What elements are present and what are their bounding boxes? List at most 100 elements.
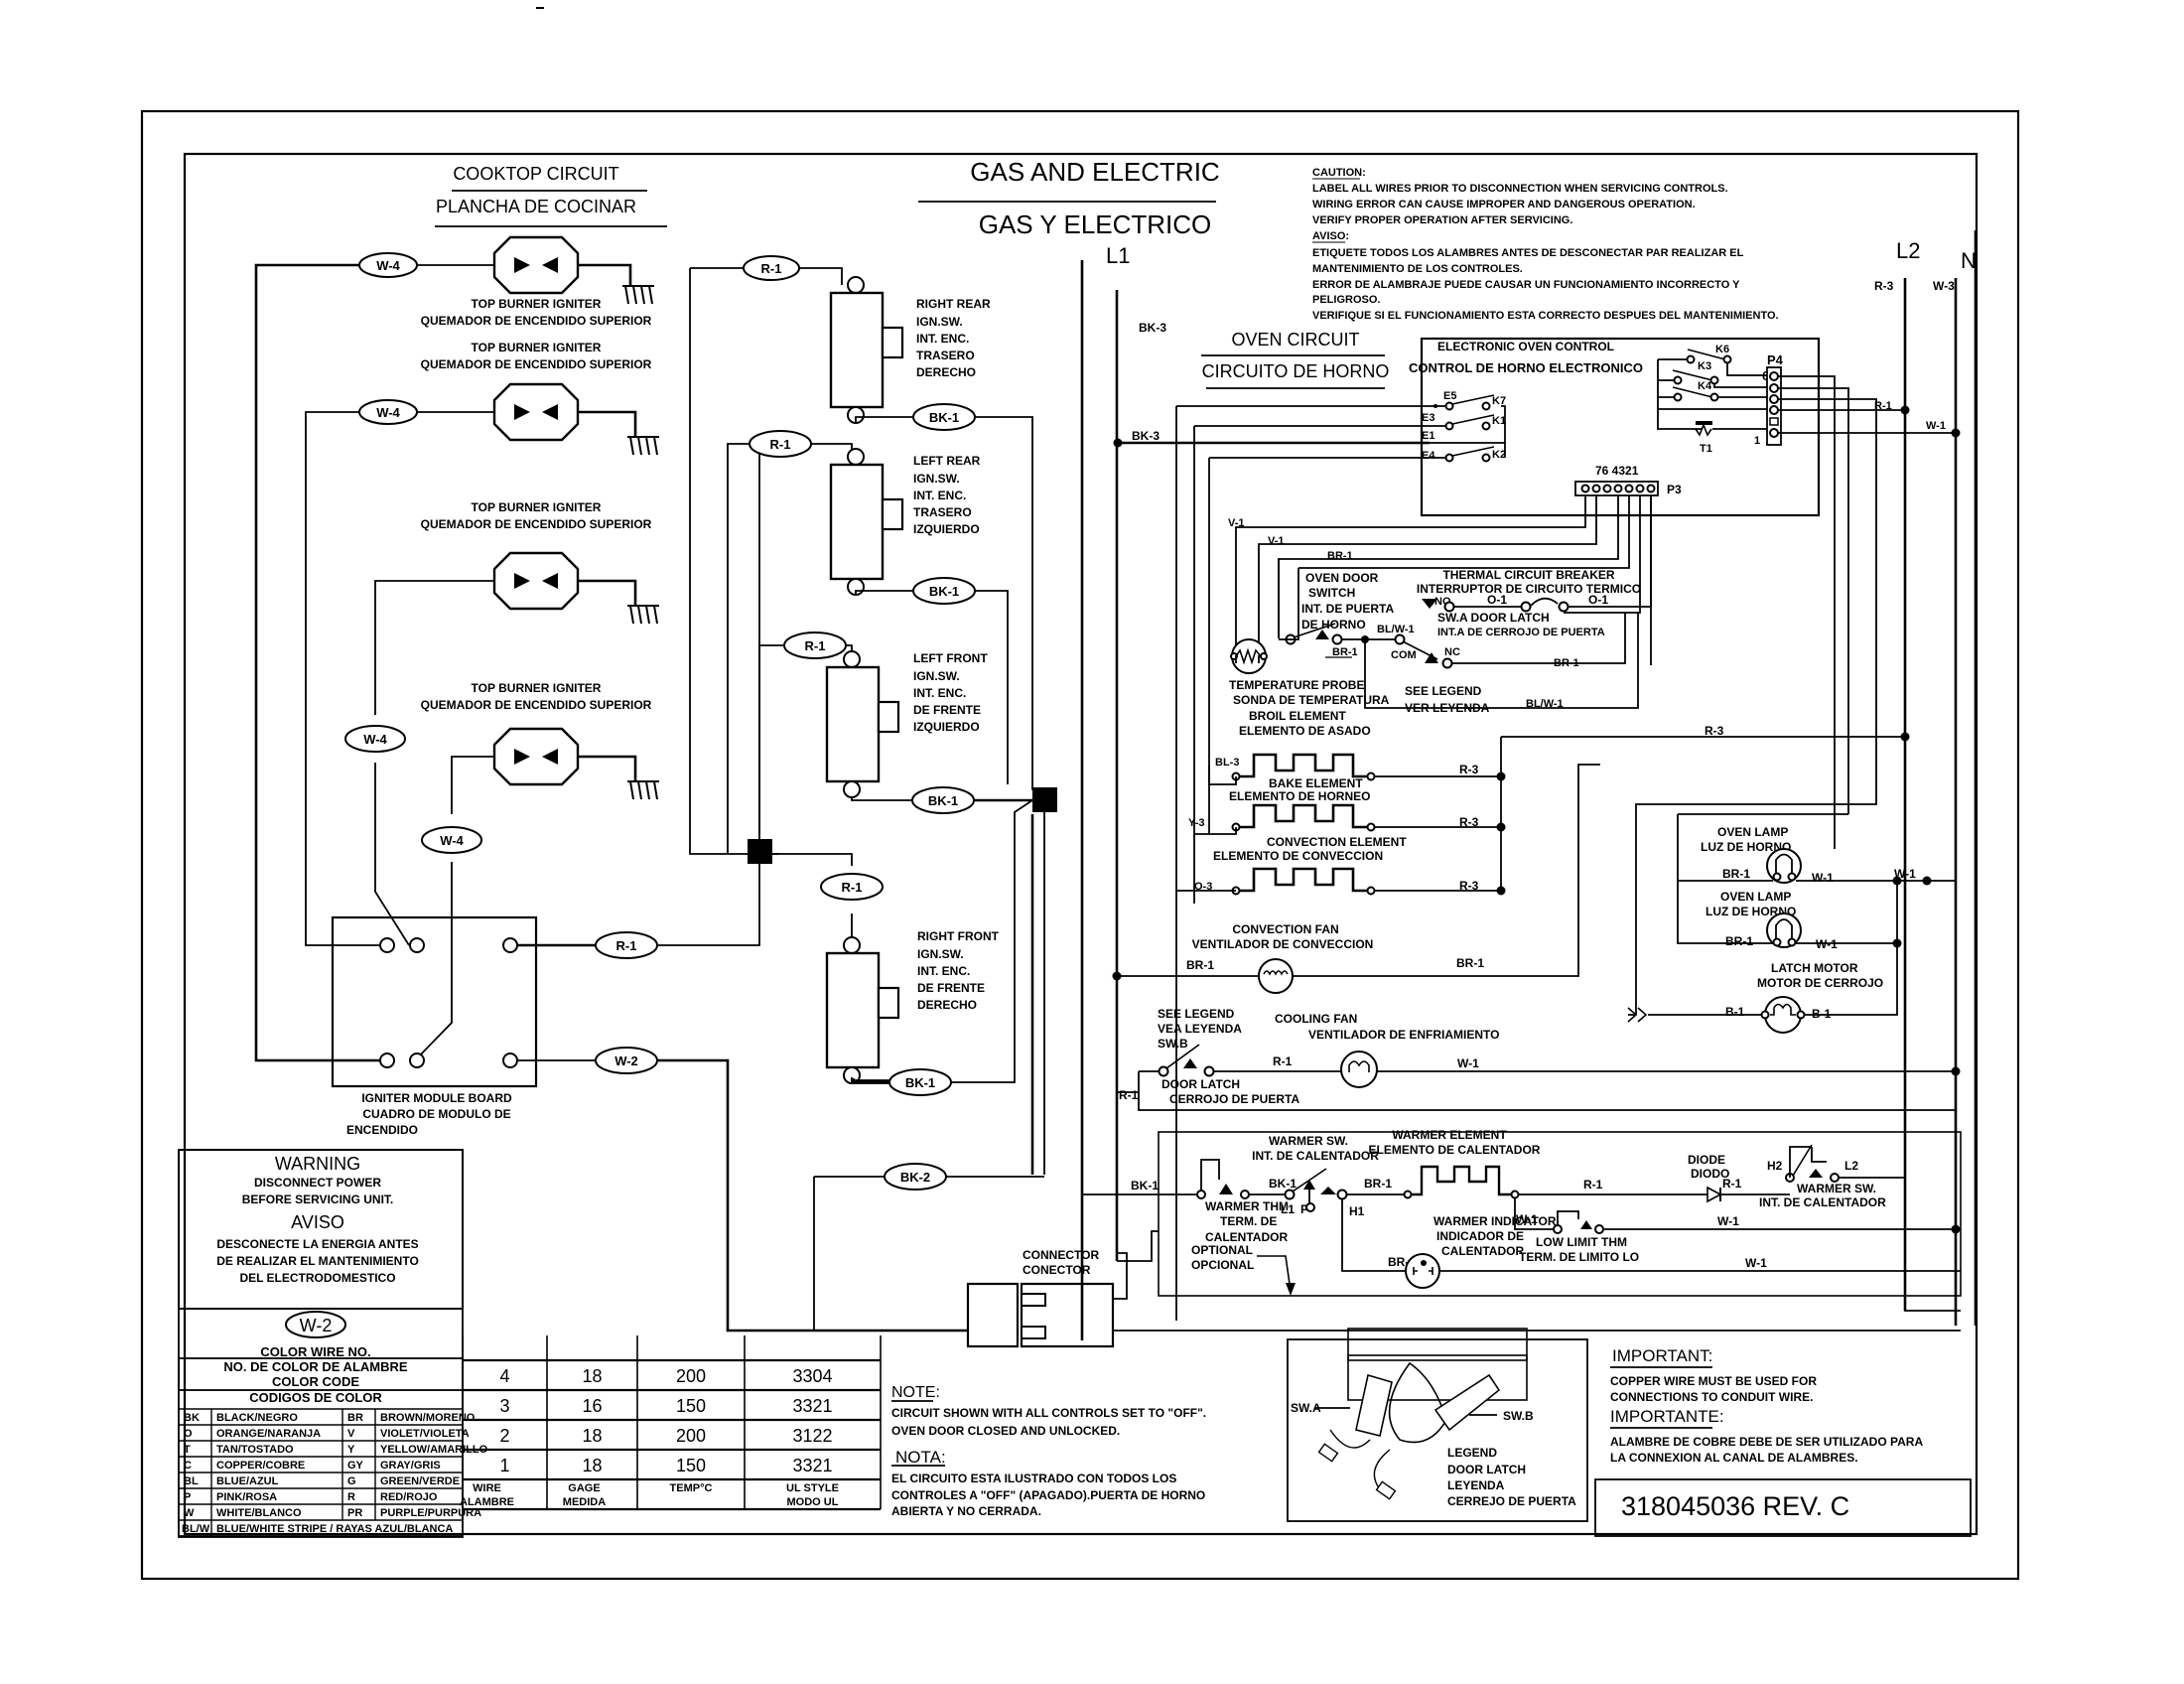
color-code-cell: BR xyxy=(347,1412,363,1424)
wire-label: W-1 xyxy=(1894,867,1916,881)
ignition-switch-right-front: RIGHT FRONT IGN.SW. INT. ENC. DE FRENTE … xyxy=(825,929,1000,1085)
wire-color-legend: W-2 COLOR WIRE NO. NO. DE COLOR DE ALAMB… xyxy=(178,1308,464,1391)
caution-line-es: ERROR DE ALAMBRAJE PUEDE CAUSAR UN FUNCI… xyxy=(1312,279,1740,291)
pin-label: P xyxy=(1300,1202,1308,1216)
igniter-label: TOP BURNER IGNITER xyxy=(472,500,602,514)
wire-spec-header-cell: GAGE xyxy=(568,1482,600,1494)
wire-tag-r1: R-1 xyxy=(743,255,800,281)
swb-label: SW.B xyxy=(1503,1409,1534,1423)
wire-label: R-1 xyxy=(1273,1054,1293,1068)
oven-title: OVEN CIRCUIT xyxy=(1231,330,1359,350)
probe-label: TEMPERATURE PROBE xyxy=(1229,678,1364,692)
fan-label: CONVECTION FAN xyxy=(1232,922,1338,936)
cooling-fan: COOLING FAN VENTILADOR DE ENFRIAMIENTO R… xyxy=(1273,1012,1499,1088)
switch-label: INT. ENC. xyxy=(913,489,966,502)
junction-block xyxy=(748,839,772,864)
ignition-switch-left-front: LEFT FRONT IGN.SW. INT. ENC. DE FRENTE I… xyxy=(825,649,988,799)
latch-legend-line: CERREJO DE PUERTA xyxy=(1447,1494,1576,1508)
warmer-thm-label: WARMER THM xyxy=(1205,1199,1289,1213)
color-code-cell: PINK/ROSA xyxy=(216,1491,277,1503)
element-label: BROIL ELEMENT xyxy=(1249,709,1346,723)
wire-label: Y-3 xyxy=(1188,817,1205,829)
switch-label: SW.A DOOR LATCH xyxy=(1437,611,1550,625)
n-label: N xyxy=(1961,248,1977,273)
wire-tag-w4: W-4 xyxy=(421,826,482,854)
cooktop-circuit: COOKTOP CIRCUIT PLANCHA DE COCINAR TOP B… xyxy=(254,164,1961,1348)
see-legend: SEE LEGEND xyxy=(1158,1007,1235,1021)
note-block: NOTE: CIRCUIT SHOWN WITH ALL CONTROLS SE… xyxy=(891,1384,1206,1518)
temperature-probe: TEMPERATURE PROBE SONDA DE TEMPERATURA xyxy=(1229,638,1390,707)
wire-label: W-1 xyxy=(1457,1056,1479,1070)
wire-tag-w4: W-4 xyxy=(358,399,418,425)
switch-label: INT. ENC. xyxy=(913,686,966,700)
caution-block: CAUTION: LABEL ALL WIRES PRIOR TO DISCON… xyxy=(1312,167,1779,322)
color-code-cell: COPPER/COBRE xyxy=(216,1460,305,1472)
switch-label: TRASERO xyxy=(916,349,975,362)
igniter-label-es: QUEMADOR DE ENCENDIDO SUPERIOR xyxy=(421,517,652,531)
warning-line-es: DESCONECTE LA ENERGIA ANTES xyxy=(216,1237,418,1251)
lamp-label: LUZ DE HORNO xyxy=(1706,905,1796,918)
low-limit-label: LOW LIMIT THM xyxy=(1536,1235,1627,1249)
wire-tag-w2: W-2 xyxy=(595,1047,658,1074)
important-title-es: IMPORTANTE: xyxy=(1610,1407,1724,1426)
switch-label: IGN.SW. xyxy=(917,947,964,961)
connector: CONNECTOR CONECTOR xyxy=(966,1248,1115,1348)
switch-label: DERECHO xyxy=(916,365,976,379)
wire-label: W-1 xyxy=(1516,1212,1538,1226)
switch-label: DE FRENTE xyxy=(917,981,985,995)
indicator-label: WARMER INDICATOR xyxy=(1433,1214,1557,1228)
igniter-module-board: IGNITER MODULE BOARD CUADRO DE MODULO DE… xyxy=(331,915,538,1137)
top-burner-igniter: TOP BURNER IGNITER QUEMADOR DE ENCENDIDO… xyxy=(421,681,660,800)
wire-tag-text: W-4 xyxy=(363,732,387,747)
wire-tag-bk1: BK-1 xyxy=(888,1068,952,1096)
relay-label: E4 xyxy=(1422,450,1435,462)
color-code-cell: RED/ROJO xyxy=(380,1491,438,1503)
cooktop-title-es: PLANCHA DE COCINAR xyxy=(436,197,636,216)
wire-label: BR-1 xyxy=(1554,657,1579,669)
bake-element: BAKE ELEMENT ELEMENTO DE HORNEO Y-3 xyxy=(1188,776,1376,832)
wire-label: R-3 xyxy=(1459,879,1479,893)
wire-label: BR-1 xyxy=(1186,958,1214,972)
color-code-cell: R xyxy=(347,1491,355,1503)
latch-legend-line: LEYENDA xyxy=(1447,1478,1505,1492)
color-code-cell: PURPLE/PURPURA xyxy=(380,1507,481,1519)
relay-label: 1 xyxy=(1754,435,1760,447)
wire-tag-text: BK-2 xyxy=(900,1170,930,1185)
warning-line: DISCONNECT POWER xyxy=(254,1176,381,1190)
important-line: CONNECTIONS TO CONDUIT WIRE. xyxy=(1610,1390,1813,1404)
electronic-oven-control: ELECTRONIC OVEN CONTROL CONTROL DE HORNO… xyxy=(1409,337,1821,517)
color-code-cell: G xyxy=(347,1475,356,1487)
warning-line-es: DE REALIZAR EL MANTENIMIENTO xyxy=(216,1254,419,1268)
convection-fan: CONVECTION FAN VENTILADOR DE CONVECCION … xyxy=(1186,922,1484,994)
switch-label: IGN.SW. xyxy=(916,315,963,329)
switch-label: RIGHT REAR xyxy=(916,297,991,311)
control-label-es: CONTROL DE HORNO ELECTRONICO xyxy=(1409,360,1643,375)
optional-label: OPTIONAL xyxy=(1191,1243,1253,1257)
warning-box: WARNING DISCONNECT POWER BEFORE SERVICIN… xyxy=(178,1149,464,1310)
switch-label: INT.A DE CERROJO DE PUERTA xyxy=(1437,627,1605,638)
wire-tag-bk1: BK-1 xyxy=(912,403,976,431)
wire-spec-cell: 2 xyxy=(499,1426,509,1446)
oven-lamp: OVEN LAMP LUZ DE HORNO BR-1 W-1 xyxy=(1706,890,1838,951)
see-legend: VEA LEYENDA xyxy=(1158,1022,1242,1036)
wire-label: BR-1 xyxy=(1332,646,1358,658)
relay-label: 6 xyxy=(1762,368,1769,383)
relay-label: K4 xyxy=(1698,380,1712,392)
color-code-cell: BLUE/WHITE STRIPE / RAYAS AZUL/BLANCA xyxy=(216,1523,453,1535)
diode-label: DIODO xyxy=(1691,1167,1729,1181)
caution-line-es: VERIFIQUE SI EL FUNCIONAMIENTO ESTA CORR… xyxy=(1312,310,1779,322)
latch-label: DOOR LATCH xyxy=(1161,1077,1240,1091)
part-number: 318045036 REV. C xyxy=(1621,1491,1849,1521)
wire-label: O-3 xyxy=(1194,881,1212,893)
wire-label: B-1 xyxy=(1812,1007,1832,1021)
wire-label: R-3 xyxy=(1705,724,1724,738)
motor-label: MOTOR DE CERROJO xyxy=(1757,976,1883,990)
part-number-box: 318045036 REV. C xyxy=(1594,1478,1972,1537)
warmer-thm-label: TERM. DE xyxy=(1220,1214,1277,1228)
junction-block xyxy=(1032,787,1057,812)
